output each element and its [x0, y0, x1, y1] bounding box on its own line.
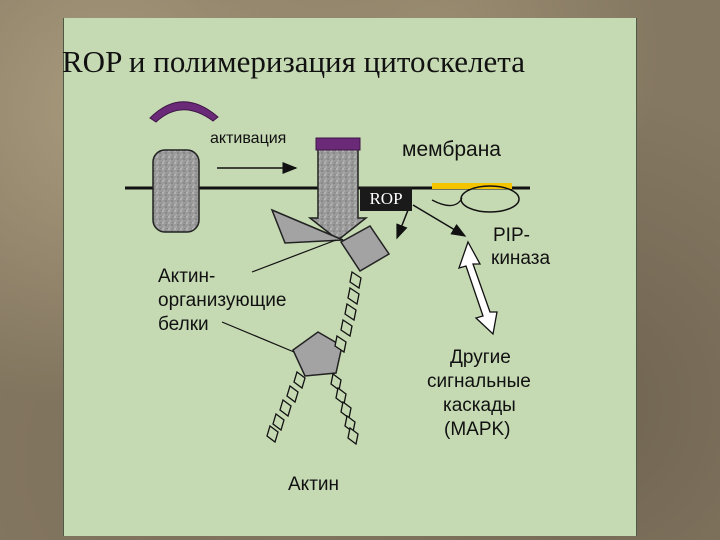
- actin-label: Актин: [288, 474, 340, 495]
- double-arrow: [457, 240, 498, 336]
- actin-filament-right: [330, 372, 359, 446]
- pentagon-leader: [221, 321, 295, 353]
- slide-title: ROP и полимеризация цитоскелета: [62, 44, 525, 79]
- membrane-patch: [432, 183, 512, 189]
- activator-arc: [149, 101, 219, 123]
- pip-kinase-ellipse: [460, 185, 520, 213]
- membrane-label: мембрана: [402, 138, 501, 161]
- actin-filament-upper: [334, 270, 362, 354]
- other-cascades-label-3: каскады: [443, 395, 516, 416]
- actin-filament-left: [266, 370, 306, 444]
- actin-org-label-1: Актин-: [158, 266, 216, 287]
- pip-kinase-label-1: PIP-: [493, 225, 530, 246]
- organizer-leader: [251, 239, 337, 273]
- receptor-protein: [152, 149, 200, 233]
- organizer-pentagon: [292, 331, 343, 377]
- rop-cap: [315, 137, 361, 151]
- other-cascades-label-4: (MAPK): [444, 419, 511, 440]
- actin-org-label-2: организующие: [158, 290, 287, 311]
- slide-panel: [63, 18, 637, 536]
- organizer-triangle: [270, 208, 344, 244]
- organizer-square: [339, 225, 391, 273]
- pip-kinase-label-2: киназа: [491, 248, 551, 269]
- actin-org-label-3: белки: [158, 314, 209, 335]
- pip-kinase-curve: [431, 197, 463, 207]
- rop-to-kinase-arrow: [412, 204, 467, 237]
- rop-label: ROP: [360, 187, 412, 211]
- activation-label: активация: [210, 130, 287, 147]
- other-cascades-label-1: Другие: [450, 347, 511, 368]
- rop-channel: [307, 147, 369, 241]
- other-cascades-label-2: сигнальные: [427, 371, 531, 392]
